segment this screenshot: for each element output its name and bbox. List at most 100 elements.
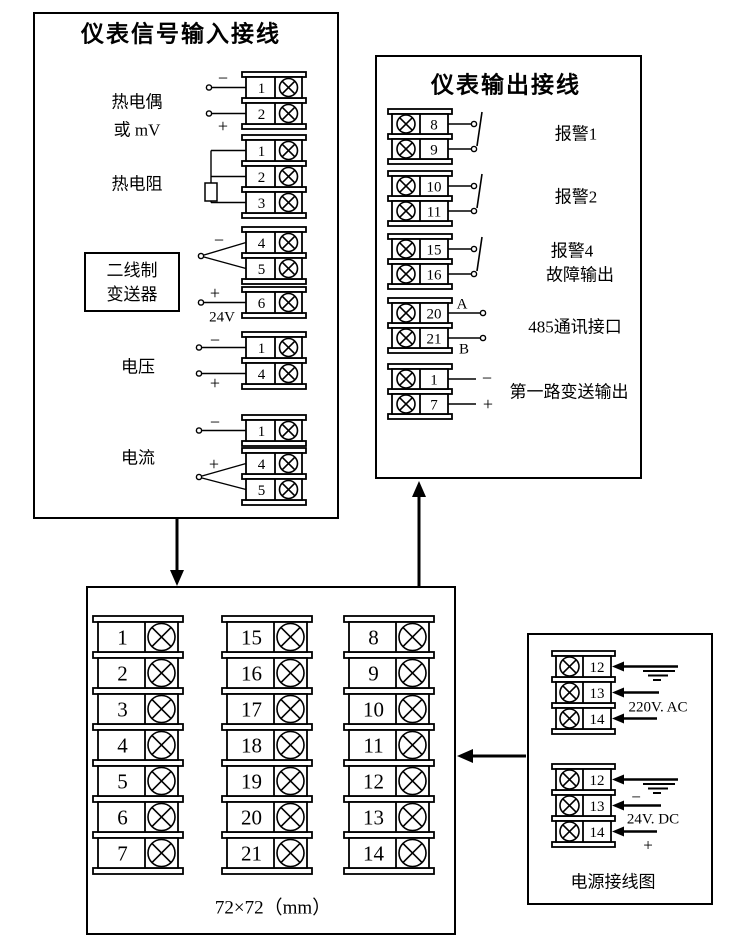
- terminal-number: 1: [258, 81, 266, 97]
- screw-terminal-icon: [147, 838, 176, 868]
- terminal-box-caption: 72×72（mm）: [214, 897, 332, 919]
- output-wiring-box: [375, 55, 642, 479]
- screw-terminal-icon: [278, 420, 299, 441]
- terminal-number: 5: [258, 483, 266, 499]
- screw-terminal-icon: [398, 802, 427, 832]
- alarm4-label-line1: 报警4: [550, 241, 594, 261]
- terminal-flange: [343, 723, 435, 731]
- arrowhead-left-icon: [612, 826, 624, 837]
- terminal-number: 5: [117, 769, 128, 793]
- terminal-flange: [221, 759, 313, 767]
- terminal-number: 21: [427, 331, 442, 347]
- terminal-number: 18: [241, 733, 262, 757]
- terminal-number: 11: [363, 733, 383, 757]
- screw-terminal-icon: [278, 258, 299, 279]
- terminal-flange: [221, 687, 313, 695]
- terminal-flange: [221, 615, 313, 623]
- terminal-flange: [92, 687, 184, 695]
- rs485-label: 485通讯接口: [528, 317, 622, 337]
- screw-terminal-icon: [278, 140, 299, 161]
- retransmission-label: 第一路变送输出: [509, 382, 629, 402]
- resistor-icon: [204, 182, 218, 202]
- terminal-flange: [343, 831, 435, 839]
- terminal-number: 1: [430, 372, 438, 388]
- screw-terminal-icon: [559, 682, 580, 703]
- wire-end-dot: [479, 334, 487, 342]
- screw-terminal-icon: [559, 821, 580, 842]
- screw-terminal-icon: [559, 769, 580, 790]
- terminal-flange: [92, 651, 184, 659]
- screw-terminal-icon: [559, 795, 580, 816]
- terminal-flange: [343, 795, 435, 803]
- retransmission-plus-label: +: [482, 394, 494, 414]
- screw-terminal-icon: [398, 730, 427, 760]
- transmitter-supply-voltage-label: 24V: [209, 309, 235, 326]
- screw-terminal-icon: [396, 139, 416, 159]
- screw-terminal-icon: [147, 802, 176, 832]
- arrowhead-left-icon: [612, 800, 624, 811]
- voltage-plus-label: +: [209, 373, 221, 393]
- screw-terminal-icon: [276, 694, 305, 724]
- terminal-number: 1: [258, 424, 266, 440]
- wire-end-dot: [195, 473, 203, 481]
- screw-terminal-icon: [276, 730, 305, 760]
- transmitter-supply-plus-label: +: [209, 283, 221, 303]
- terminal-number: 12: [590, 660, 605, 676]
- terminal-flange: [92, 867, 184, 875]
- power-wiring-box: [527, 633, 713, 905]
- screw-terminal-icon: [398, 694, 427, 724]
- screw-terminal-icon: [396, 176, 416, 196]
- screw-terminal-icon: [398, 838, 427, 868]
- terminal-stack: 89: [387, 108, 453, 165]
- terminal-number: 3: [258, 196, 266, 212]
- screw-terminal-icon: [278, 77, 299, 98]
- terminal-number: 11: [427, 204, 441, 220]
- screw-terminal-icon: [396, 328, 416, 348]
- terminal-stack: 123: [241, 134, 307, 219]
- terminal-number: 17: [241, 697, 262, 721]
- screw-terminal-icon: [396, 114, 416, 134]
- screw-terminal-icon: [276, 802, 305, 832]
- terminal-flange: [221, 723, 313, 731]
- terminal-stack: 45: [241, 226, 307, 285]
- current-minus-label: −: [209, 412, 221, 432]
- terminal-number: 12: [590, 773, 605, 789]
- thermocouple-minus-label: −: [217, 68, 229, 88]
- terminal-number: 1: [258, 341, 266, 357]
- terminal-number: 20: [241, 805, 262, 829]
- arrowhead-left-icon: [612, 774, 624, 785]
- screw-terminal-icon: [278, 453, 299, 474]
- terminal-number: 21: [241, 841, 262, 865]
- terminal-number: 7: [117, 841, 128, 865]
- terminal-number: 6: [258, 296, 266, 312]
- rs485-wire-a-label: A: [456, 296, 468, 313]
- terminal-number: 14: [590, 825, 606, 841]
- terminal-flange: [343, 687, 435, 695]
- retransmission-minus-label: −: [481, 368, 493, 388]
- screw-terminal-icon: [278, 479, 299, 500]
- terminal-number: 4: [258, 367, 266, 383]
- screw-terminal-icon: [276, 622, 305, 652]
- terminal-flange: [221, 795, 313, 803]
- wire-end-dot: [197, 299, 205, 306]
- arrowhead-left-icon: [612, 687, 624, 698]
- terminal-flange: [343, 615, 435, 623]
- terminal-number: 6: [117, 805, 128, 829]
- terminal-number: 16: [241, 661, 262, 685]
- terminal-number: 4: [117, 733, 128, 757]
- screw-terminal-icon: [276, 766, 305, 796]
- terminal-stack: 12: [241, 71, 307, 130]
- screw-terminal-icon: [276, 838, 305, 868]
- input-box-title: 仪表信号输入接线: [81, 21, 281, 47]
- screw-terminal-icon: [396, 239, 416, 259]
- screw-terminal-icon: [147, 658, 176, 688]
- screw-terminal-icon: [278, 166, 299, 187]
- terminal-number: 1: [117, 625, 128, 649]
- terminal-number: 8: [368, 625, 379, 649]
- alarm4-label-line2: 故障输出: [546, 265, 614, 285]
- arrowhead-left-icon: [612, 713, 624, 724]
- terminal-number: 13: [590, 686, 605, 702]
